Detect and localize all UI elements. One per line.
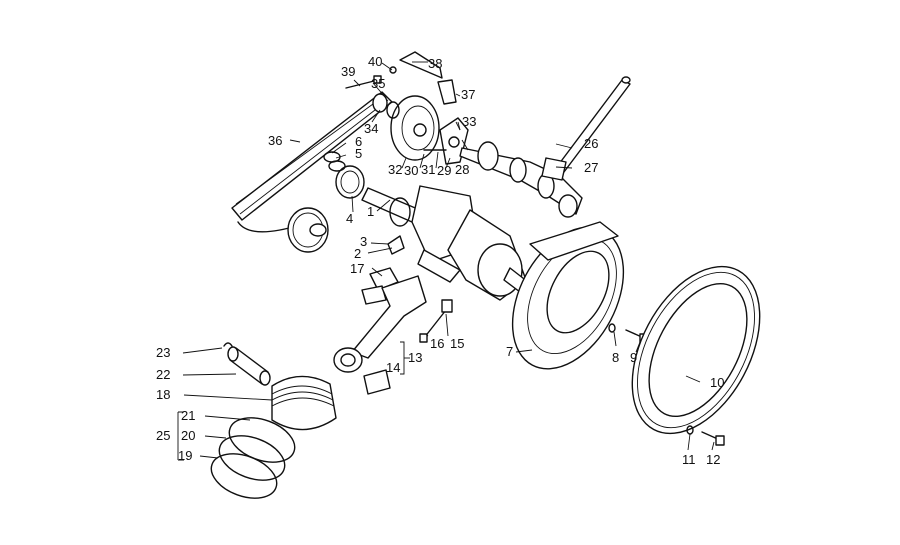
piston: [271, 375, 337, 431]
cam-sprocket: [390, 95, 440, 161]
callout-16: 16: [430, 336, 444, 351]
callout-33: 33: [462, 114, 476, 129]
callout-37: 37: [461, 87, 475, 102]
camshaft: [459, 141, 583, 218]
callout-29: 29: [437, 163, 451, 178]
ring-gear: [631, 265, 761, 435]
callout-34: 34: [364, 121, 378, 136]
crank-gear: [335, 165, 365, 199]
callout-1: 1: [367, 204, 374, 219]
callout-10: 10: [710, 375, 724, 390]
callout-labels: 1 2 3 4 5 6 7 8 9 10 11 12 13 14 15 16 1…: [156, 54, 724, 467]
callout-20: 20: [181, 428, 195, 443]
callout-19: 19: [178, 448, 192, 463]
callout-3: 3: [360, 234, 367, 249]
callout-15: 15: [450, 336, 464, 351]
ring-gear-bolt: [686, 425, 725, 446]
leader-lines: [177, 61, 715, 461]
callout-36: 36: [268, 133, 282, 148]
flywheel: [511, 221, 625, 370]
callout-38: 38: [428, 56, 442, 71]
callout-17: 17: [350, 261, 364, 276]
callout-4: 4: [346, 211, 353, 226]
callout-30: 30: [404, 163, 418, 178]
callout-28: 28: [455, 162, 469, 177]
callout-9: 9: [630, 350, 637, 365]
callout-32: 32: [388, 162, 402, 177]
callout-27: 27: [584, 160, 598, 175]
callout-8: 8: [612, 350, 619, 365]
connecting-rod: [333, 275, 427, 395]
callout-25: 25: [156, 428, 170, 443]
callout-31: 31: [421, 162, 435, 177]
pushrod: [541, 76, 631, 181]
callout-23: 23: [156, 345, 170, 360]
callout-26: 26: [584, 136, 598, 151]
callout-18: 18: [156, 387, 170, 402]
callout-6: 6: [355, 134, 362, 149]
callout-11: 11: [682, 452, 696, 467]
chain-tensioner: [389, 51, 457, 105]
callout-21: 21: [181, 408, 195, 423]
callout-13: 13: [408, 350, 422, 365]
callout-35: 35: [371, 76, 385, 91]
sprocket-bearing: [372, 93, 400, 119]
callout-39: 39: [341, 64, 355, 79]
callout-22: 22: [156, 367, 170, 382]
piston-rings: [210, 417, 296, 499]
pin-clip: [223, 342, 233, 347]
callout-40: 40: [368, 54, 382, 69]
crankshaft: [361, 185, 529, 301]
rod-bolt-and-nut: [419, 299, 453, 343]
bolt-39: [345, 75, 382, 89]
crank-timing-sprocket: [287, 207, 329, 253]
piston-pin: [227, 346, 271, 386]
callout-14: 14: [386, 360, 400, 375]
callout-5: 5: [355, 146, 362, 161]
callout-2: 2: [354, 246, 361, 261]
callout-12: 12: [706, 452, 720, 467]
callout-7: 7: [506, 344, 513, 359]
